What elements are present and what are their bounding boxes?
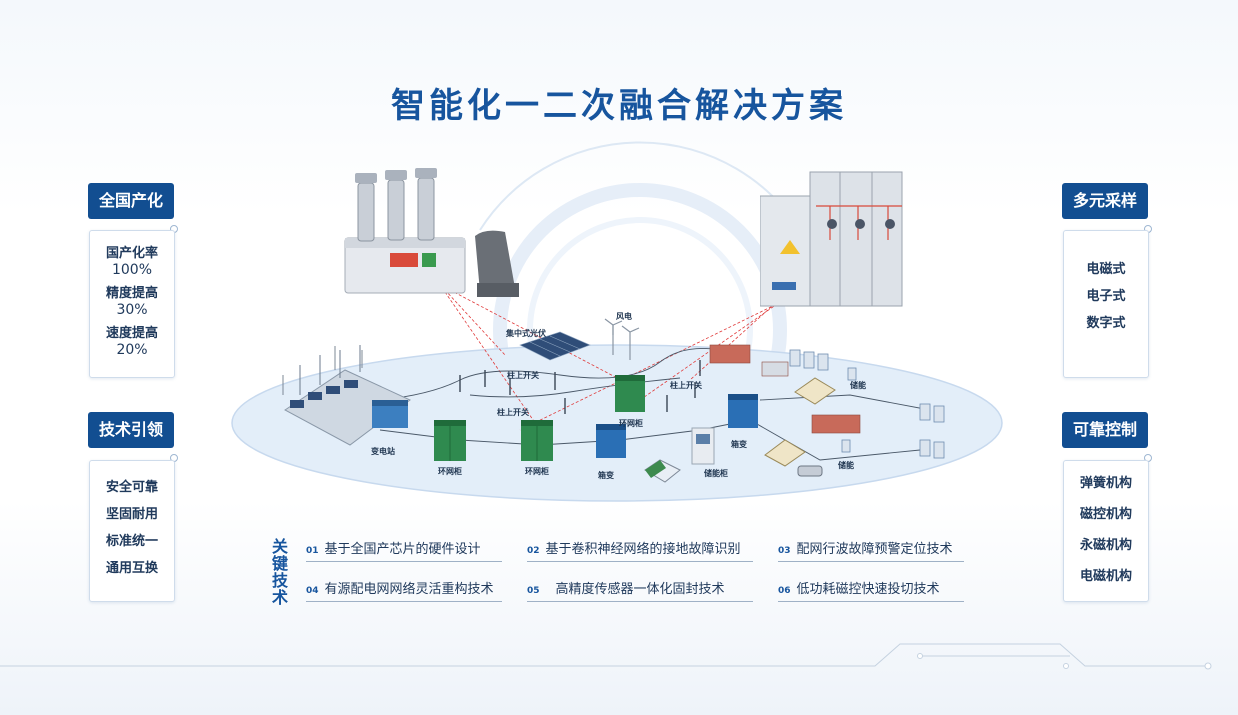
- label-storage-1: 储能: [850, 381, 866, 390]
- vehicle: [797, 465, 823, 477]
- label-ring-main-3: 环网柜: [619, 419, 643, 428]
- substation-illustration: [282, 345, 411, 446]
- key-tech-text: 有源配电网网络灵活重构技术: [324, 582, 494, 597]
- speed-label: 速度提高: [105, 326, 158, 341]
- houses: [644, 377, 836, 483]
- tech-lead-item: 标准统一: [105, 534, 158, 549]
- key-tech-text: 高精度传感器一体化固封技术: [555, 582, 725, 597]
- switchgear-cabinet-illustration: [760, 171, 903, 307]
- key-tech-heading: 关键技术: [271, 537, 288, 607]
- label-substation: 变电站: [371, 447, 395, 456]
- label-pole-switch-1: 柱上开关: [507, 371, 539, 380]
- page-title: 智能化一二次融合解决方案: [391, 86, 847, 126]
- label-storage-2: 储能: [838, 461, 854, 470]
- key-tech-num: 05: [527, 586, 540, 596]
- label-pole-switch-2: 柱上开关: [497, 408, 529, 417]
- box-transformer-1: [596, 424, 626, 458]
- control-item: 磁控机构: [1079, 507, 1132, 522]
- tag-domestic: 全国产化: [88, 183, 178, 233]
- key-tech-num: 03: [778, 546, 791, 556]
- speed-value: 20%: [116, 342, 148, 358]
- ring-main-unit-1: [434, 420, 466, 461]
- label-wind: 风电: [616, 312, 632, 321]
- wind-turbines: [604, 318, 640, 360]
- label-box-transformer-1: 箱变: [598, 471, 614, 480]
- bottom-decorative-line: [0, 643, 1212, 670]
- panel-multi-sampling: 电磁式 电子式 数字式: [1063, 230, 1149, 378]
- key-tech-item-03: 03 配网行波故障预警定位技术: [778, 538, 964, 562]
- sampling-item: 电磁式: [1086, 262, 1126, 277]
- sampling-item: 电子式: [1086, 289, 1126, 304]
- key-tech-item-05: 05 高精度传感器一体化固封技术: [527, 578, 753, 602]
- ring-main-unit-3: [615, 375, 645, 412]
- tag-tech-lead: 技术引领: [88, 412, 178, 462]
- key-tech-num: 01: [306, 546, 319, 556]
- tech-lead-item: 坚固耐用: [105, 507, 158, 522]
- label-solar: 集中式光伏: [506, 329, 546, 338]
- key-tech-text: 基于卷积神经网络的接地故障识别: [545, 542, 741, 557]
- solar-array: [519, 331, 591, 361]
- sampling-item: 数字式: [1086, 316, 1126, 331]
- pole-circuit-breaker-illustration: [344, 168, 519, 297]
- label-box-transformer-2: 箱变: [731, 440, 747, 449]
- tag-reliable-control: 可靠控制: [1062, 412, 1152, 462]
- label-ring-main-1: 环网柜: [438, 467, 462, 476]
- key-tech-num: 04: [306, 586, 319, 596]
- key-tech-item-01: 01 基于全国产芯片的硬件设计: [306, 538, 502, 562]
- box-transformer-2: [728, 394, 758, 428]
- buildings: [709, 344, 861, 434]
- key-tech-text: 基于全国产芯片的硬件设计: [324, 542, 481, 557]
- label-pole-switch-3: 柱上开关: [670, 381, 702, 390]
- label-storage-cabinet: 储能柜: [704, 469, 728, 478]
- control-item: 弹簧机构: [1079, 476, 1132, 491]
- tech-lead-item: 通用互换: [105, 561, 158, 576]
- panel-reliable-control: 弹簧机构 磁控机构 永磁机构 电磁机构: [1063, 460, 1149, 602]
- key-tech-text: 配网行波故障预警定位技术: [796, 542, 953, 557]
- key-tech-item-02: 02 基于卷积神经网络的接地故障识别: [527, 538, 753, 562]
- precision-value: 30%: [116, 302, 148, 318]
- charging-stations: [789, 349, 945, 459]
- storage-cabinet: [691, 427, 715, 465]
- control-item: 电磁机构: [1079, 569, 1132, 584]
- key-tech-item-06: 06 低功耗磁控快速投切技术: [778, 578, 964, 602]
- tag-multi-sampling: 多元采样: [1062, 183, 1152, 233]
- key-tech-text: 低功耗磁控快速投切技术: [796, 582, 940, 597]
- label-ring-main-2: 环网柜: [525, 467, 549, 476]
- ring-main-unit-2: [521, 420, 553, 461]
- precision-label: 精度提高: [105, 286, 158, 301]
- key-tech-item-04: 04 有源配电网网络灵活重构技术: [306, 578, 502, 602]
- panel-tech-lead: 安全可靠 坚固耐用 标准统一 通用互换: [89, 460, 175, 602]
- tech-lead-item: 安全可靠: [105, 480, 158, 495]
- control-item: 永磁机构: [1079, 538, 1132, 553]
- key-tech-num: 06: [778, 586, 791, 596]
- panel-domestic: 国产化率 100% 精度提高 30% 速度提高 20%: [89, 230, 175, 378]
- domestic-rate-value: 100%: [111, 262, 153, 278]
- key-tech-num: 02: [527, 546, 540, 556]
- domestic-rate-label: 国产化率: [105, 246, 158, 261]
